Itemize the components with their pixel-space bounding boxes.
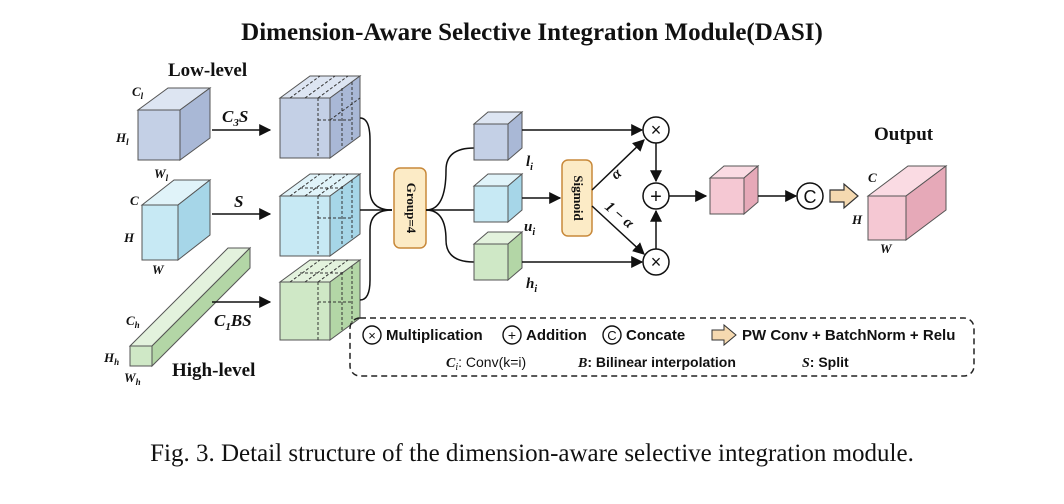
mid-level-input-cube <box>140 178 212 262</box>
output-cube <box>866 165 948 241</box>
h-feature-cube <box>472 230 524 282</box>
diagram-title: Dimension-Aware Selective Integration Mo… <box>241 19 823 46</box>
u-label: ui <box>524 219 535 238</box>
low-w-dim: Wl <box>154 166 169 183</box>
high-w-dim: Wh <box>124 370 141 387</box>
u-feature-cube <box>472 172 524 224</box>
low-arrow-label: C3S <box>222 107 248 129</box>
low-split-cube <box>278 75 362 159</box>
legend-mul-icon: × <box>362 325 382 345</box>
mid-h-dim: H <box>123 230 135 245</box>
low-level-label: Low-level <box>168 60 247 81</box>
figure-caption: Fig. 3. Detail structure of the dimensio… <box>150 440 914 467</box>
out-h-dim: H <box>851 212 863 227</box>
legend-add-icon: + <box>502 325 522 345</box>
low-to-group-line <box>359 117 393 211</box>
low-h-dim: Hl <box>115 130 129 147</box>
svg-text:+: + <box>508 327 516 343</box>
h-label: hi <box>526 276 537 295</box>
svg-text:C: C <box>607 328 616 343</box>
legend-multiplication: Multiplication <box>386 327 483 344</box>
mid-split-cube <box>278 173 362 257</box>
alpha-arrow <box>591 139 645 191</box>
legend-split-def: S: Split <box>802 354 849 371</box>
low-c-dim: Cl <box>132 84 144 101</box>
legend-box <box>349 317 975 377</box>
legend-addition: Addition <box>526 327 587 344</box>
multiply-op-top: × <box>642 116 670 144</box>
one-minus-alpha-label: 1 − α <box>601 199 637 233</box>
legend-concat-icon: C <box>602 325 622 345</box>
multiply-op-bottom: × <box>642 248 670 276</box>
high-to-group-line <box>359 209 393 301</box>
high-arrow-label: C1BS <box>214 311 252 333</box>
group-box <box>393 167 427 249</box>
svg-text:×: × <box>651 120 662 140</box>
high-split-cube <box>278 259 362 341</box>
fused-feature-cube <box>708 164 760 216</box>
out-w-dim: W <box>880 241 893 256</box>
one-minus-alpha-arrow <box>591 205 645 255</box>
high-h-dim: Hh <box>103 350 119 367</box>
legend-pw-conv: PW Conv + BatchNorm + Relu <box>742 327 955 344</box>
legend-conv-def: Ci: Conv(k=i) <box>446 354 526 373</box>
concat-op: C <box>796 182 824 210</box>
add-op: + <box>642 182 670 210</box>
sigmoid-box <box>561 159 593 237</box>
svg-text:+: + <box>650 186 662 208</box>
mid-arrow-label: S <box>234 192 243 211</box>
high-c-dim: Ch <box>126 313 140 330</box>
dasi-diagram: Dimension-Aware Selective Integration Mo… <box>103 19 975 387</box>
legend-concate: Concate <box>626 327 685 344</box>
l-feature-cube <box>472 110 524 162</box>
low-level-input-cube <box>136 87 212 161</box>
l-label: li <box>526 154 533 173</box>
svg-text:×: × <box>368 328 376 343</box>
legend-pw-arrow-icon <box>711 323 737 347</box>
legend-bilinear-def: B: Bilinear interpolation <box>577 354 736 371</box>
svg-text:×: × <box>651 252 662 272</box>
alpha-label: α <box>608 165 625 183</box>
sigmoid-label: Sigmoid <box>571 175 586 221</box>
pw-conv-arrow-icon <box>829 182 859 210</box>
out-c-dim: C <box>868 170 877 185</box>
group-label: Group=4 <box>404 183 419 234</box>
mid-c-dim: C <box>130 193 139 208</box>
group-to-l-line <box>425 147 475 211</box>
group-to-h-line <box>425 209 475 263</box>
high-level-label: High-level <box>172 360 255 381</box>
high-level-input-cube <box>128 246 252 368</box>
mid-w-dim: W <box>152 262 165 277</box>
svg-text:C: C <box>804 187 817 207</box>
output-label: Output <box>874 124 934 145</box>
